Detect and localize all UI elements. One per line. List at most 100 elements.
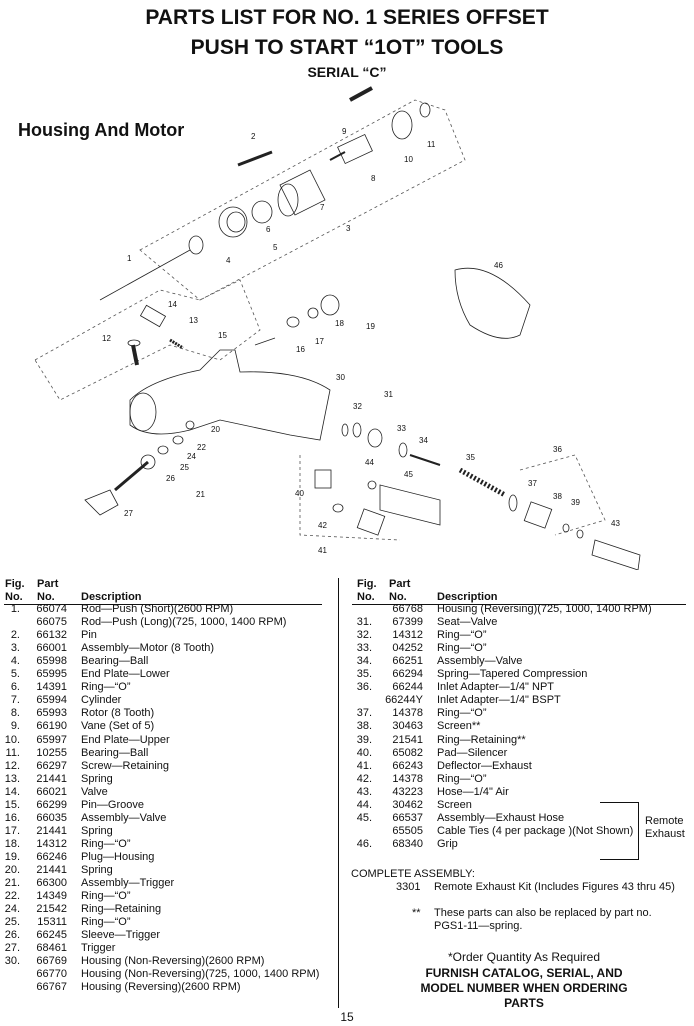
svg-text:5: 5	[273, 243, 278, 252]
part-description: Housing (Reversing)(2600 RPM)	[81, 981, 241, 994]
part-description: Deflector—Exhaust	[437, 759, 532, 772]
fig-number: 45.	[356, 811, 372, 824]
part-number: 21542	[36, 903, 67, 916]
part-number: 14378	[392, 772, 423, 785]
page-title-line-1: PARTS LIST FOR NO. 1 SERIES OFFSET	[145, 6, 549, 29]
part-number: 21441	[36, 824, 67, 837]
ordering-line-4: PARTS	[504, 996, 544, 1010]
fig-number: 5.	[10, 668, 20, 681]
svg-text:31: 31	[384, 390, 393, 399]
part-no-header: No.	[37, 591, 55, 603]
section-title: Housing And Motor	[18, 120, 185, 140]
part-number: 21441	[36, 864, 67, 876]
fig-number: 9.	[10, 720, 20, 733]
fig-number: 16.	[4, 811, 20, 824]
svg-text:19: 19	[366, 322, 375, 331]
svg-text:3: 3	[346, 224, 351, 233]
svg-text:40: 40	[295, 489, 304, 498]
svg-text:17: 17	[315, 337, 324, 346]
remote-exhaust-bracket	[600, 802, 639, 860]
footnote-line-1: These parts can also be replaced by part…	[434, 907, 652, 919]
svg-text:8: 8	[371, 174, 376, 183]
part-description: Ring—“O”	[81, 681, 131, 694]
svg-text:45: 45	[404, 470, 413, 479]
bracket-label-remote: Remote	[645, 815, 684, 827]
part-number: 14378	[392, 707, 423, 720]
description-header: Description	[81, 591, 142, 603]
svg-text:39: 39	[571, 498, 580, 507]
part-number: 66035	[36, 811, 67, 824]
fig-number: 34.	[356, 655, 372, 668]
part-description: Hose—1/4" Air	[437, 785, 509, 798]
fig-number: 7.	[10, 694, 20, 707]
fig-number: 22.	[4, 890, 20, 903]
fig-number: 10.	[4, 733, 20, 746]
fig-number: 26.	[4, 929, 20, 942]
fig-number: 40.	[356, 746, 372, 759]
page-title-line-2: PUSH TO START “1OT” TOOLS	[190, 36, 504, 59]
part-description: Pin	[81, 629, 97, 642]
part-number: 65994	[36, 694, 67, 707]
fig-number: 32.	[356, 629, 372, 642]
fig-number: 46.	[356, 837, 372, 850]
svg-text:2: 2	[251, 132, 256, 141]
fig-number: 42.	[356, 772, 372, 785]
part-description: Seat—Valve	[437, 616, 498, 629]
left-header-rule	[4, 604, 322, 605]
part-description: Pad—Silencer	[437, 746, 508, 759]
svg-text:6: 6	[266, 225, 271, 234]
svg-text:11: 11	[427, 140, 436, 149]
part-number: 15311	[37, 916, 67, 929]
right-header-rule	[352, 604, 686, 605]
part-description: Housing (Non-Reversing)(2600 RPM)	[81, 955, 265, 968]
part-description: Bearing—Ball	[81, 655, 149, 668]
part-number: 65998	[36, 655, 67, 668]
part-number: 66132	[36, 629, 67, 642]
part-number: 66001	[36, 642, 67, 655]
svg-text:46: 46	[494, 261, 503, 270]
part-description: Valve	[81, 785, 108, 798]
part-description: Assembly—Valve	[437, 655, 523, 668]
svg-text:18: 18	[335, 319, 344, 328]
svg-text:38: 38	[553, 492, 562, 501]
svg-text:7: 7	[320, 203, 325, 212]
part-number: 66244	[392, 681, 423, 694]
svg-text:27: 27	[124, 509, 133, 518]
fig-number: 17.	[4, 824, 20, 837]
parts-row: 17. 21441 Spring	[0, 825, 694, 838]
footnote-line-2: PGS1-11—spring.	[434, 920, 523, 932]
part-number: 66769	[36, 955, 67, 968]
part-number: 66244Y	[385, 694, 423, 707]
svg-text:10: 10	[404, 155, 413, 164]
ordering-line-3: MODEL NUMBER WHEN ORDERING	[420, 981, 628, 995]
svg-text:26: 26	[166, 474, 175, 483]
part-description: Spring	[81, 824, 113, 837]
part-number: 66768	[392, 603, 423, 615]
part-number: 65505	[392, 824, 423, 837]
fig-number: 6.	[10, 681, 20, 694]
svg-text:24: 24	[187, 452, 196, 461]
fig-number: 38.	[356, 720, 372, 733]
part-number: 66190	[36, 720, 67, 733]
part-description: Ring—Retaining**	[437, 733, 526, 746]
part-number: 66770	[36, 968, 67, 981]
part-description: Plug—Housing	[81, 850, 155, 863]
part-description: Inlet Adapter—1/4" BSPT	[437, 694, 561, 707]
